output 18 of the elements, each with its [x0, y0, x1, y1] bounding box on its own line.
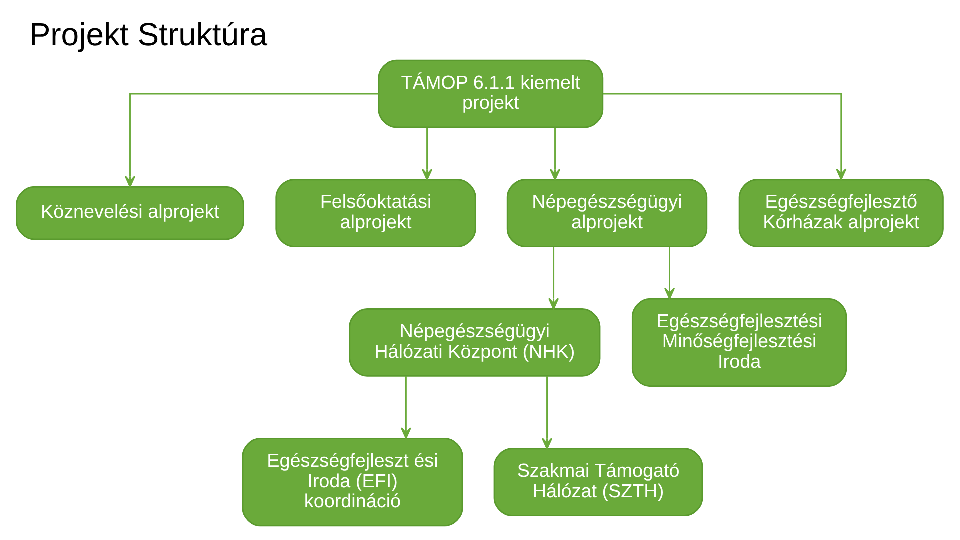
node-box: Népegészségügyi alprojekt: [506, 179, 708, 248]
diagram-title: Projekt Struktúra: [29, 16, 268, 52]
arrow: [664, 247, 676, 300]
arrow: [542, 376, 553, 450]
arrow: [548, 247, 560, 310]
node-box: Népegészségügyi Hálózati Központ (NHK): [349, 308, 601, 377]
arrow: [550, 128, 561, 180]
node-box: Egészségfejlesztő Kórházak alprojekt: [738, 179, 944, 248]
node-box: Köznevelési alprojekt: [16, 186, 244, 240]
arrow: [603, 93, 847, 180]
node-box: Egészségfejleszt ési Iroda (EFI) koordináció: [242, 438, 464, 527]
node-box: Szakmai Támogató Hálózat (SZTH): [494, 448, 704, 516]
arrow: [124, 93, 379, 188]
node-box: Felsőoktatási alprojekt: [276, 179, 476, 248]
arrow: [400, 376, 412, 439]
arrow: [422, 128, 433, 180]
node-box: Egészségfejlesztési Minőségfejlesztési Iroda: [632, 298, 848, 388]
node-box: TÁMOP 6.1.1 kiemelt projekt: [378, 60, 604, 128]
